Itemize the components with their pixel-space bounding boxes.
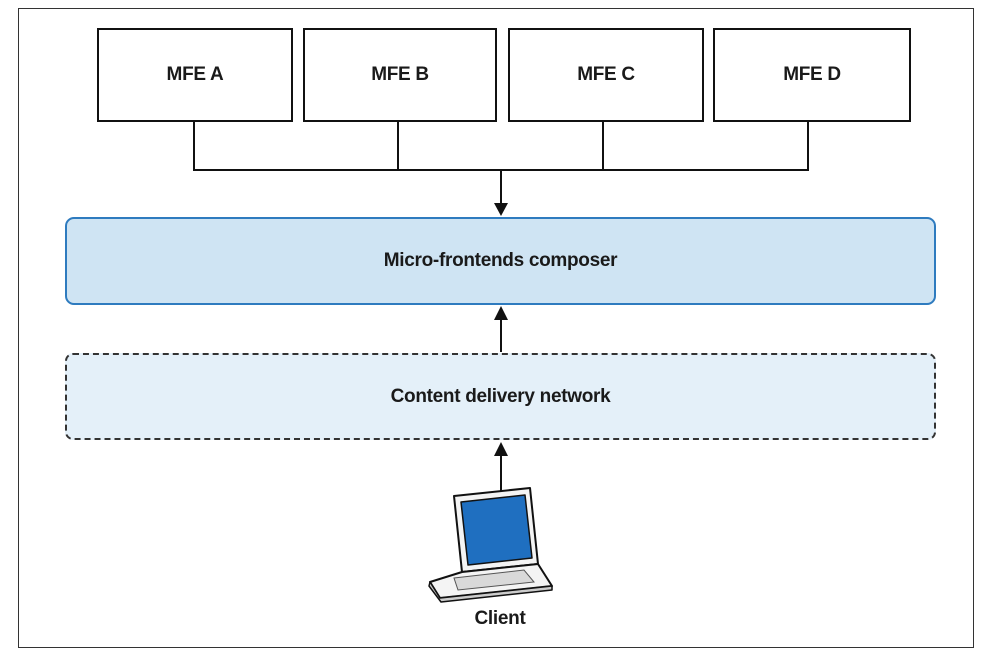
content-delivery-network: Content delivery network <box>65 353 936 440</box>
mfe-a-label: MFE A <box>166 64 224 85</box>
mfe-a-box: MFE A <box>97 28 293 122</box>
mfe-d-label: MFE D <box>783 64 841 85</box>
arrow-up-client-head <box>494 442 508 456</box>
arrow-up-head <box>494 306 508 320</box>
mfe-c-label: MFE C <box>577 64 635 85</box>
mfe-b-box: MFE B <box>303 28 497 122</box>
mfe-b-label: MFE B <box>371 64 429 85</box>
composer-label: Micro-frontends composer <box>383 250 618 271</box>
cdn-label: Content delivery network <box>390 385 611 407</box>
mfe-c-box: MFE C <box>508 28 704 122</box>
micro-frontends-composer: Micro-frontends composer <box>65 217 936 305</box>
mfe-d-box: MFE D <box>713 28 911 122</box>
laptop-icon <box>428 487 553 603</box>
client-label: Client <box>474 608 526 629</box>
arrow-down-head <box>494 203 508 216</box>
